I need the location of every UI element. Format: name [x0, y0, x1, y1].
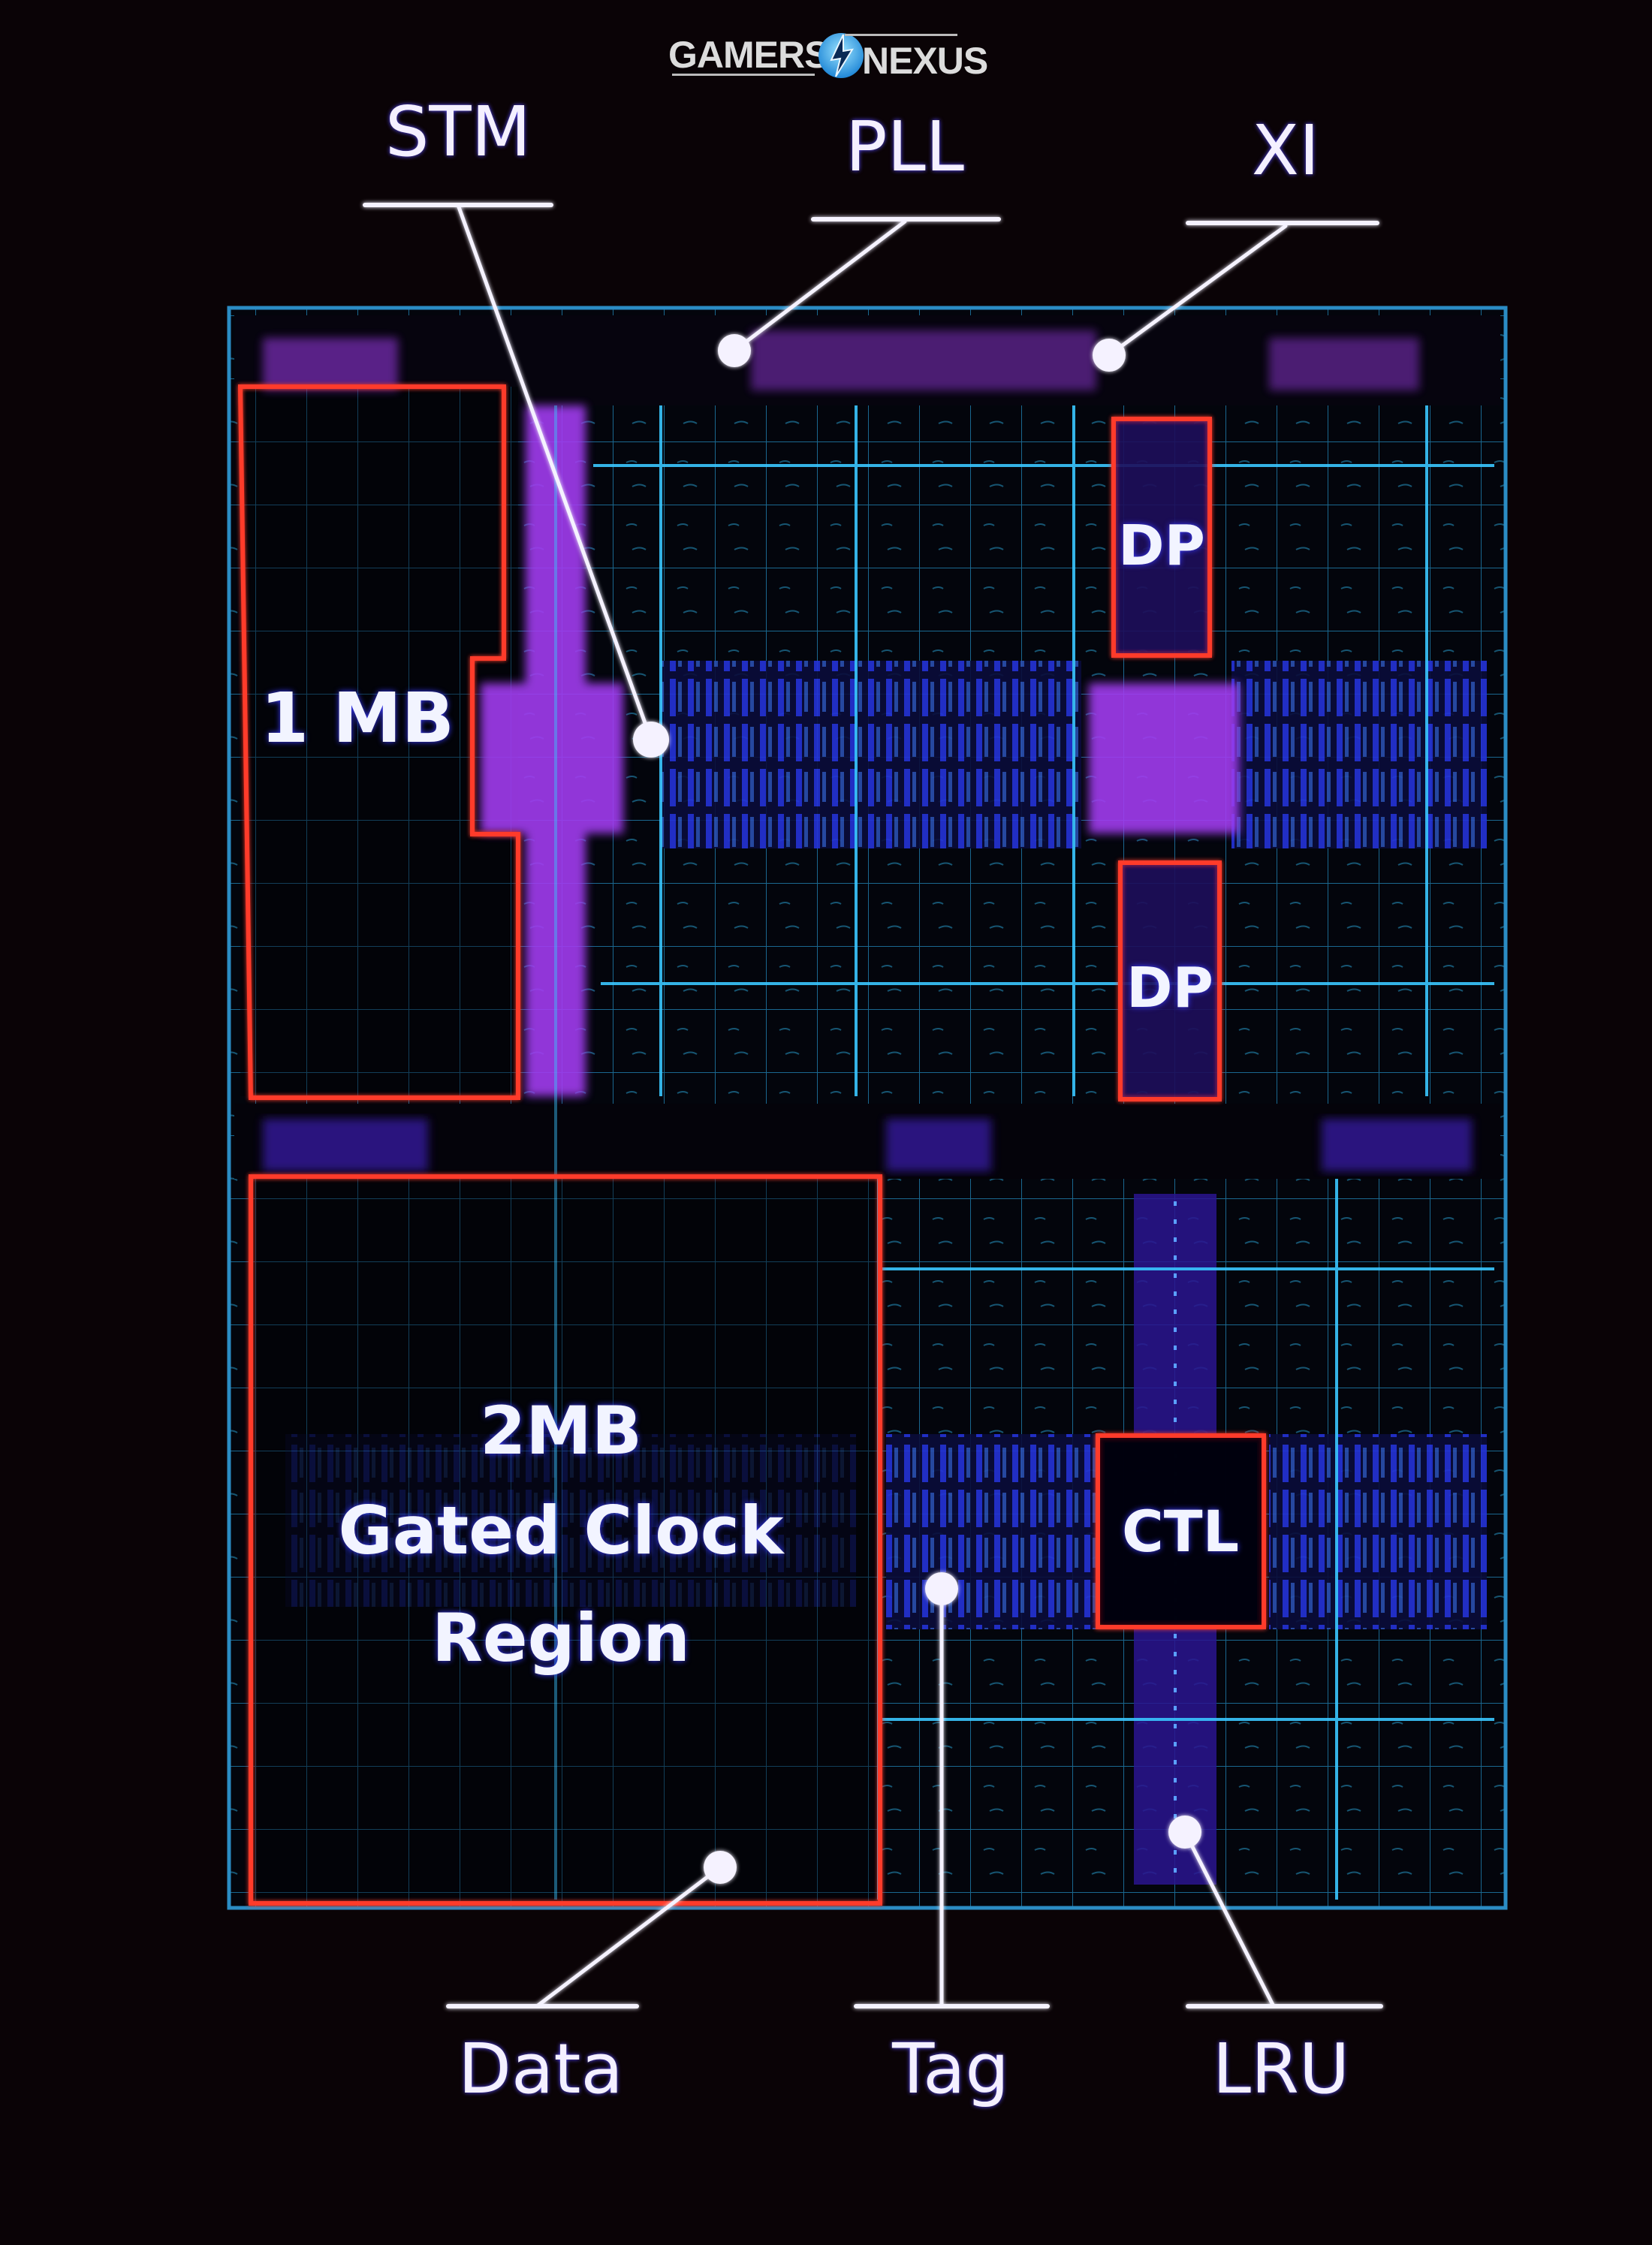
- region-label-ctl: CTL: [1121, 1498, 1240, 1565]
- lightning-globe-icon: [818, 33, 864, 78]
- callout-label-xi: XI: [1251, 110, 1320, 191]
- region-label-2mb: 2MB: [480, 1392, 642, 1469]
- logo-right-text: NEXUS: [862, 40, 988, 82]
- region-label-region: Region: [432, 1599, 690, 1677]
- region-label-dp-top: DP: [1118, 514, 1205, 578]
- callout-label-data: Data: [458, 2029, 623, 2109]
- one-mb-box: [237, 384, 520, 1100]
- region-label-gated-clock: Gated Clock: [338, 1492, 784, 1569]
- die-body: [227, 306, 1508, 1910]
- callout-lines: [363, 203, 1383, 2008]
- callout-label-lru: LRU: [1212, 2029, 1350, 2109]
- region-label-dp-bottom: DP: [1126, 956, 1213, 1020]
- callout-label-pll: PLL: [846, 107, 964, 187]
- callout-label-stm: STM: [385, 92, 531, 172]
- highlight-boxes: [237, 384, 1266, 1906]
- two-mb-box: [249, 1174, 882, 1906]
- region-label-1mb: 1 MB: [261, 678, 454, 758]
- logo-left-text: GAMERS: [668, 34, 829, 76]
- logo-overline: [845, 34, 957, 36]
- gamers-nexus-logo: GAMERS NEXUS: [668, 29, 988, 82]
- logo-underline: [672, 74, 815, 76]
- dp-bottom-box: [1118, 860, 1222, 1101]
- ctl-box: [1096, 1433, 1266, 1629]
- dp-top-box: [1111, 417, 1212, 658]
- callout-label-tag: Tag: [892, 2029, 1009, 2109]
